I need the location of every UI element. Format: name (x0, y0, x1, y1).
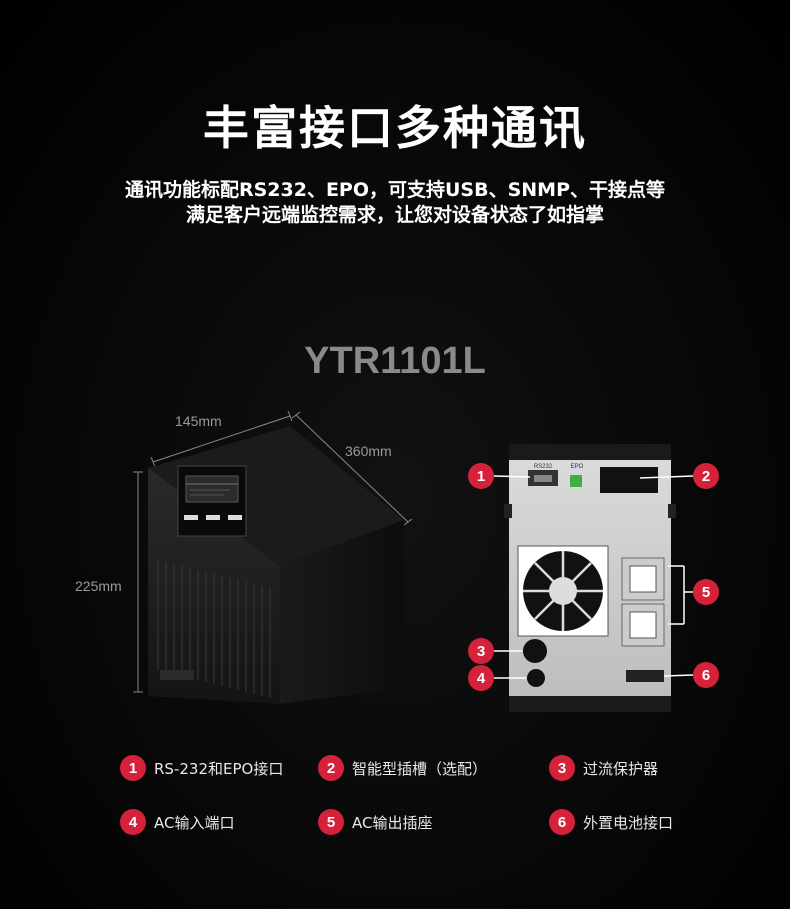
dimension-lines (133, 410, 413, 693)
legend-badge: 3 (549, 755, 575, 781)
legend-label: AC输出插座 (352, 813, 433, 832)
legend-badge: 4 (120, 809, 146, 835)
legend-label: AC输入端口 (154, 813, 235, 832)
rs232-port-label: RS232 (534, 464, 553, 470)
legend-badge: 6 (549, 809, 575, 835)
callout-marker-6: 6 (693, 662, 727, 688)
depth-dimension-label: 360mm (345, 443, 392, 459)
marker-2-badge: 2 (693, 463, 719, 489)
legend-label: 智能型插槽（选配） (352, 759, 488, 778)
legend-badge: 5 (318, 809, 344, 835)
legend-label: 过流保护器 (583, 759, 659, 778)
height-dimension-label: 225mm (75, 578, 122, 594)
product-illustration: RS232 EPO (133, 410, 694, 712)
legend-label: 外置电池接口 (583, 813, 674, 832)
headline: 丰富接口多种通讯 (203, 101, 587, 155)
ups-front-view (148, 426, 404, 704)
width-dimension-label: 145mm (175, 413, 222, 429)
callout-marker-4: 4 (468, 665, 502, 691)
epo-port-label: EPO (571, 464, 584, 470)
legend-item: 3 过流保护器 (549, 755, 658, 781)
subtitle-line-2: 满足客户远端监控需求，让您对设备状态了如指掌 (185, 204, 604, 226)
subtitle-line-1: 通讯功能标配RS232、EPO，可支持USB、SNMP、干接点等 (124, 179, 666, 201)
legend-item: 1 RS-232和EPO接口 (120, 755, 283, 781)
marker-1-badge: 1 (468, 463, 494, 489)
legend-label: RS-232和EPO接口 (154, 759, 284, 778)
callout-marker-2: 2 (693, 463, 727, 489)
marker-6-badge: 6 (693, 662, 719, 688)
legend-item: 4 AC输入端口 (120, 809, 234, 835)
marker-3-badge: 3 (468, 638, 494, 664)
marker-4-badge: 4 (468, 665, 494, 691)
ups-rear-view: RS232 EPO (504, 444, 676, 712)
legend-item: 2 智能型插槽（选配） (318, 755, 487, 781)
legend-item: 5 AC输出插座 (318, 809, 432, 835)
marker-5-badge: 5 (693, 579, 719, 605)
legend-badge: 2 (318, 755, 344, 781)
callout-leader-lines (493, 475, 694, 679)
callout-marker-1: 1 (468, 463, 502, 489)
model-name: YTR1101L (304, 340, 486, 382)
callout-marker-3: 3 (468, 638, 502, 664)
legend-badge: 1 (120, 755, 146, 781)
callout-marker-5: 5 (693, 579, 727, 605)
legend-item: 6 外置电池接口 (549, 809, 673, 835)
